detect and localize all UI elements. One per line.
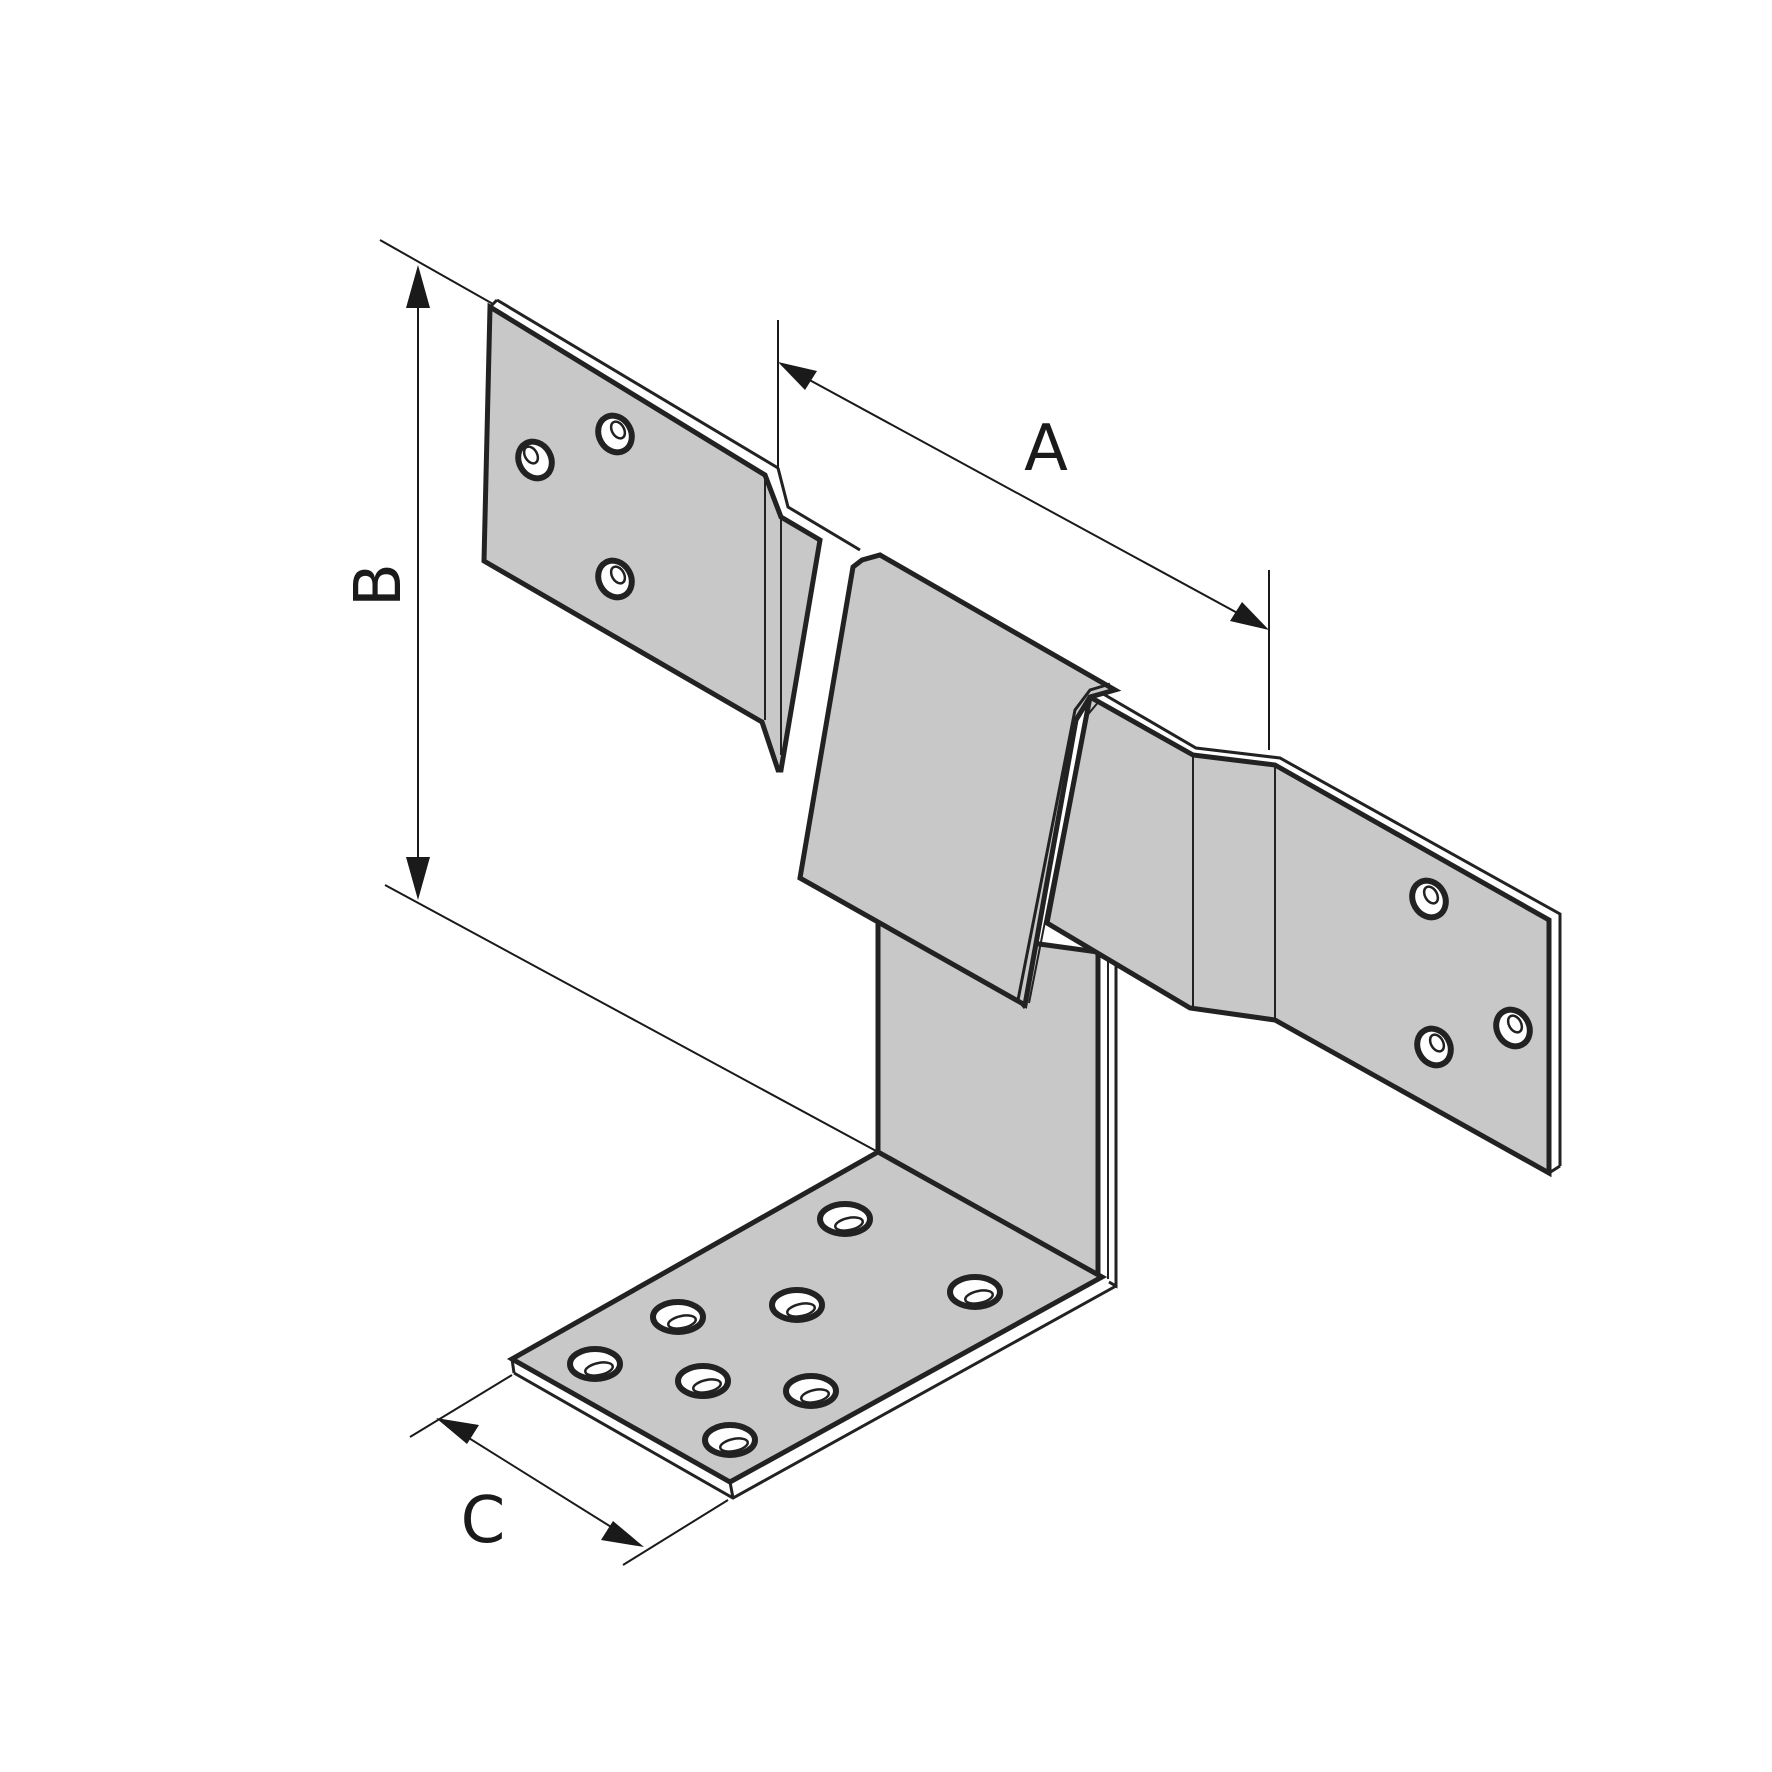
fixing-hole: [947, 1274, 1003, 1310]
fixing-hole: [675, 1363, 731, 1399]
fixing-hole: [1493, 1006, 1533, 1050]
fixing-hole: [702, 1422, 758, 1458]
dimension-a: A: [777, 320, 1270, 750]
steel-bracket: [481, 298, 1562, 1500]
fixing-hole: [769, 1287, 825, 1323]
dimension-a-label: A: [1024, 412, 1068, 486]
bracket-right-wing: [1044, 686, 1562, 1178]
fixing-hole: [650, 1299, 706, 1335]
fixing-hole: [595, 557, 635, 601]
fixing-hole: [567, 1346, 623, 1382]
dimension-b-label: B: [342, 563, 416, 607]
fixing-hole: [1409, 877, 1449, 921]
left-wing-holes: [515, 412, 635, 601]
dimension-c-label: C: [461, 1484, 506, 1558]
base-plate-holes: [567, 1201, 1003, 1458]
fixing-hole: [1414, 1025, 1454, 1069]
bracket-left-wing: [481, 298, 861, 773]
dimension-b: B: [342, 239, 879, 1153]
bracket-saddle: [797, 552, 1122, 1009]
fixing-hole: [817, 1201, 873, 1237]
fixing-hole: [783, 1373, 839, 1409]
fixing-hole: [595, 412, 635, 456]
dimension-c: C: [409, 1374, 729, 1566]
fixing-hole: [515, 438, 555, 482]
right-wing-holes: [1409, 877, 1533, 1069]
